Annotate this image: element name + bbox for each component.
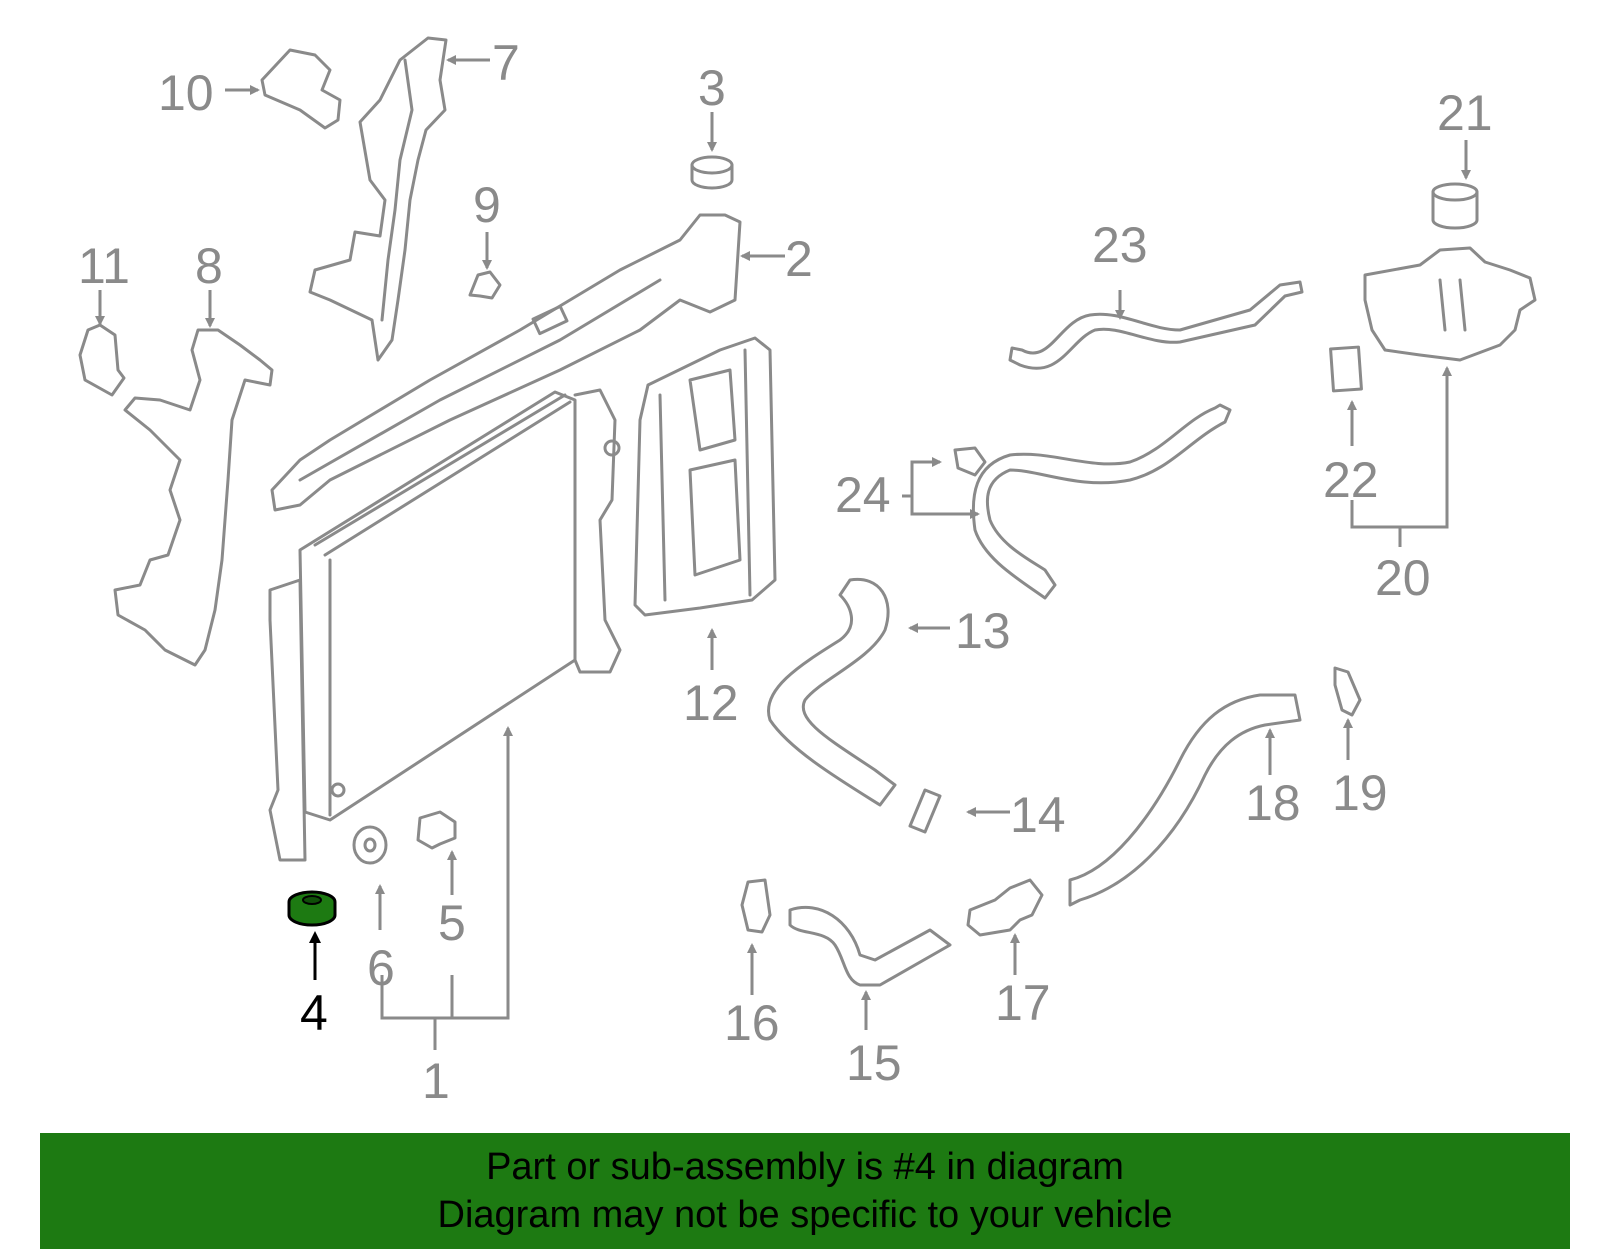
part-21-cap [1431, 182, 1479, 230]
part-16-clamp [740, 878, 772, 934]
banner-line-1: Part or sub-assembly is #4 in diagram [486, 1146, 1124, 1188]
part-17-fitting [966, 878, 1044, 937]
part-15-hose [788, 905, 952, 987]
part-3-bushing [690, 155, 734, 190]
part-20-reservoir-tank [1363, 246, 1537, 362]
part-5-bolt [416, 810, 457, 850]
callout-1: 1 [422, 1053, 450, 1109]
callout-5: 5 [438, 895, 466, 951]
part-9-clip [468, 270, 502, 300]
part-7-air-guide [308, 36, 448, 362]
callout-16: 16 [724, 995, 780, 1051]
part-23-reservoir-hose [1008, 280, 1304, 370]
callout-24: 24 [835, 467, 891, 523]
callout-6: 6 [367, 940, 395, 996]
part-22-label [1329, 345, 1363, 393]
part-18-lower-hose [1068, 693, 1302, 907]
callout-17: 17 [995, 975, 1051, 1031]
part-6-washer [352, 825, 388, 865]
part-19-clamp [1333, 666, 1362, 717]
info-banner: Part or sub-assembly is #4 in diagram Di… [40, 1133, 1570, 1249]
part-10-bracket [260, 48, 342, 130]
callout-18: 18 [1245, 775, 1301, 831]
part-13-hose [767, 577, 897, 807]
callout-10: 10 [158, 65, 214, 121]
callout-9: 9 [473, 177, 501, 233]
part-14-clamp [908, 788, 942, 834]
callout-4: 4 [300, 985, 328, 1041]
callout-22: 22 [1323, 452, 1379, 508]
banner-line-2: Diagram may not be specific to your vehi… [437, 1194, 1173, 1236]
part-11-bracket [78, 323, 126, 397]
callout-2: 2 [785, 231, 813, 287]
callout-15: 15 [846, 1035, 902, 1091]
callout-7: 7 [492, 35, 520, 91]
callout-11: 11 [78, 238, 130, 294]
part-24-clip [953, 446, 987, 477]
callout-labels: 1 2 3 4 5 6 7 8 9 10 11 12 13 14 15 16 1… [78, 35, 1493, 1109]
part-24-hose [971, 403, 1232, 600]
part-4-grommet-highlighted [287, 890, 337, 927]
callout-21: 21 [1437, 85, 1493, 141]
callout-14: 14 [1010, 787, 1066, 843]
callout-20: 20 [1375, 550, 1431, 606]
part-8-side-air-guide [113, 328, 274, 667]
callout-23: 23 [1092, 217, 1148, 273]
leader-lines [95, 55, 1471, 1050]
callout-12: 12 [683, 675, 739, 731]
part-2-upper-support [270, 213, 742, 512]
part-12-fan-shroud [633, 336, 777, 617]
callout-3: 3 [698, 60, 726, 116]
cooling-system-diagram: 1 2 3 4 5 6 7 8 9 10 11 12 13 14 15 16 1… [78, 35, 1537, 1109]
callout-13: 13 [955, 603, 1011, 659]
part-1-radiator [268, 388, 622, 862]
callout-8: 8 [195, 238, 223, 294]
callout-19: 19 [1332, 765, 1388, 821]
